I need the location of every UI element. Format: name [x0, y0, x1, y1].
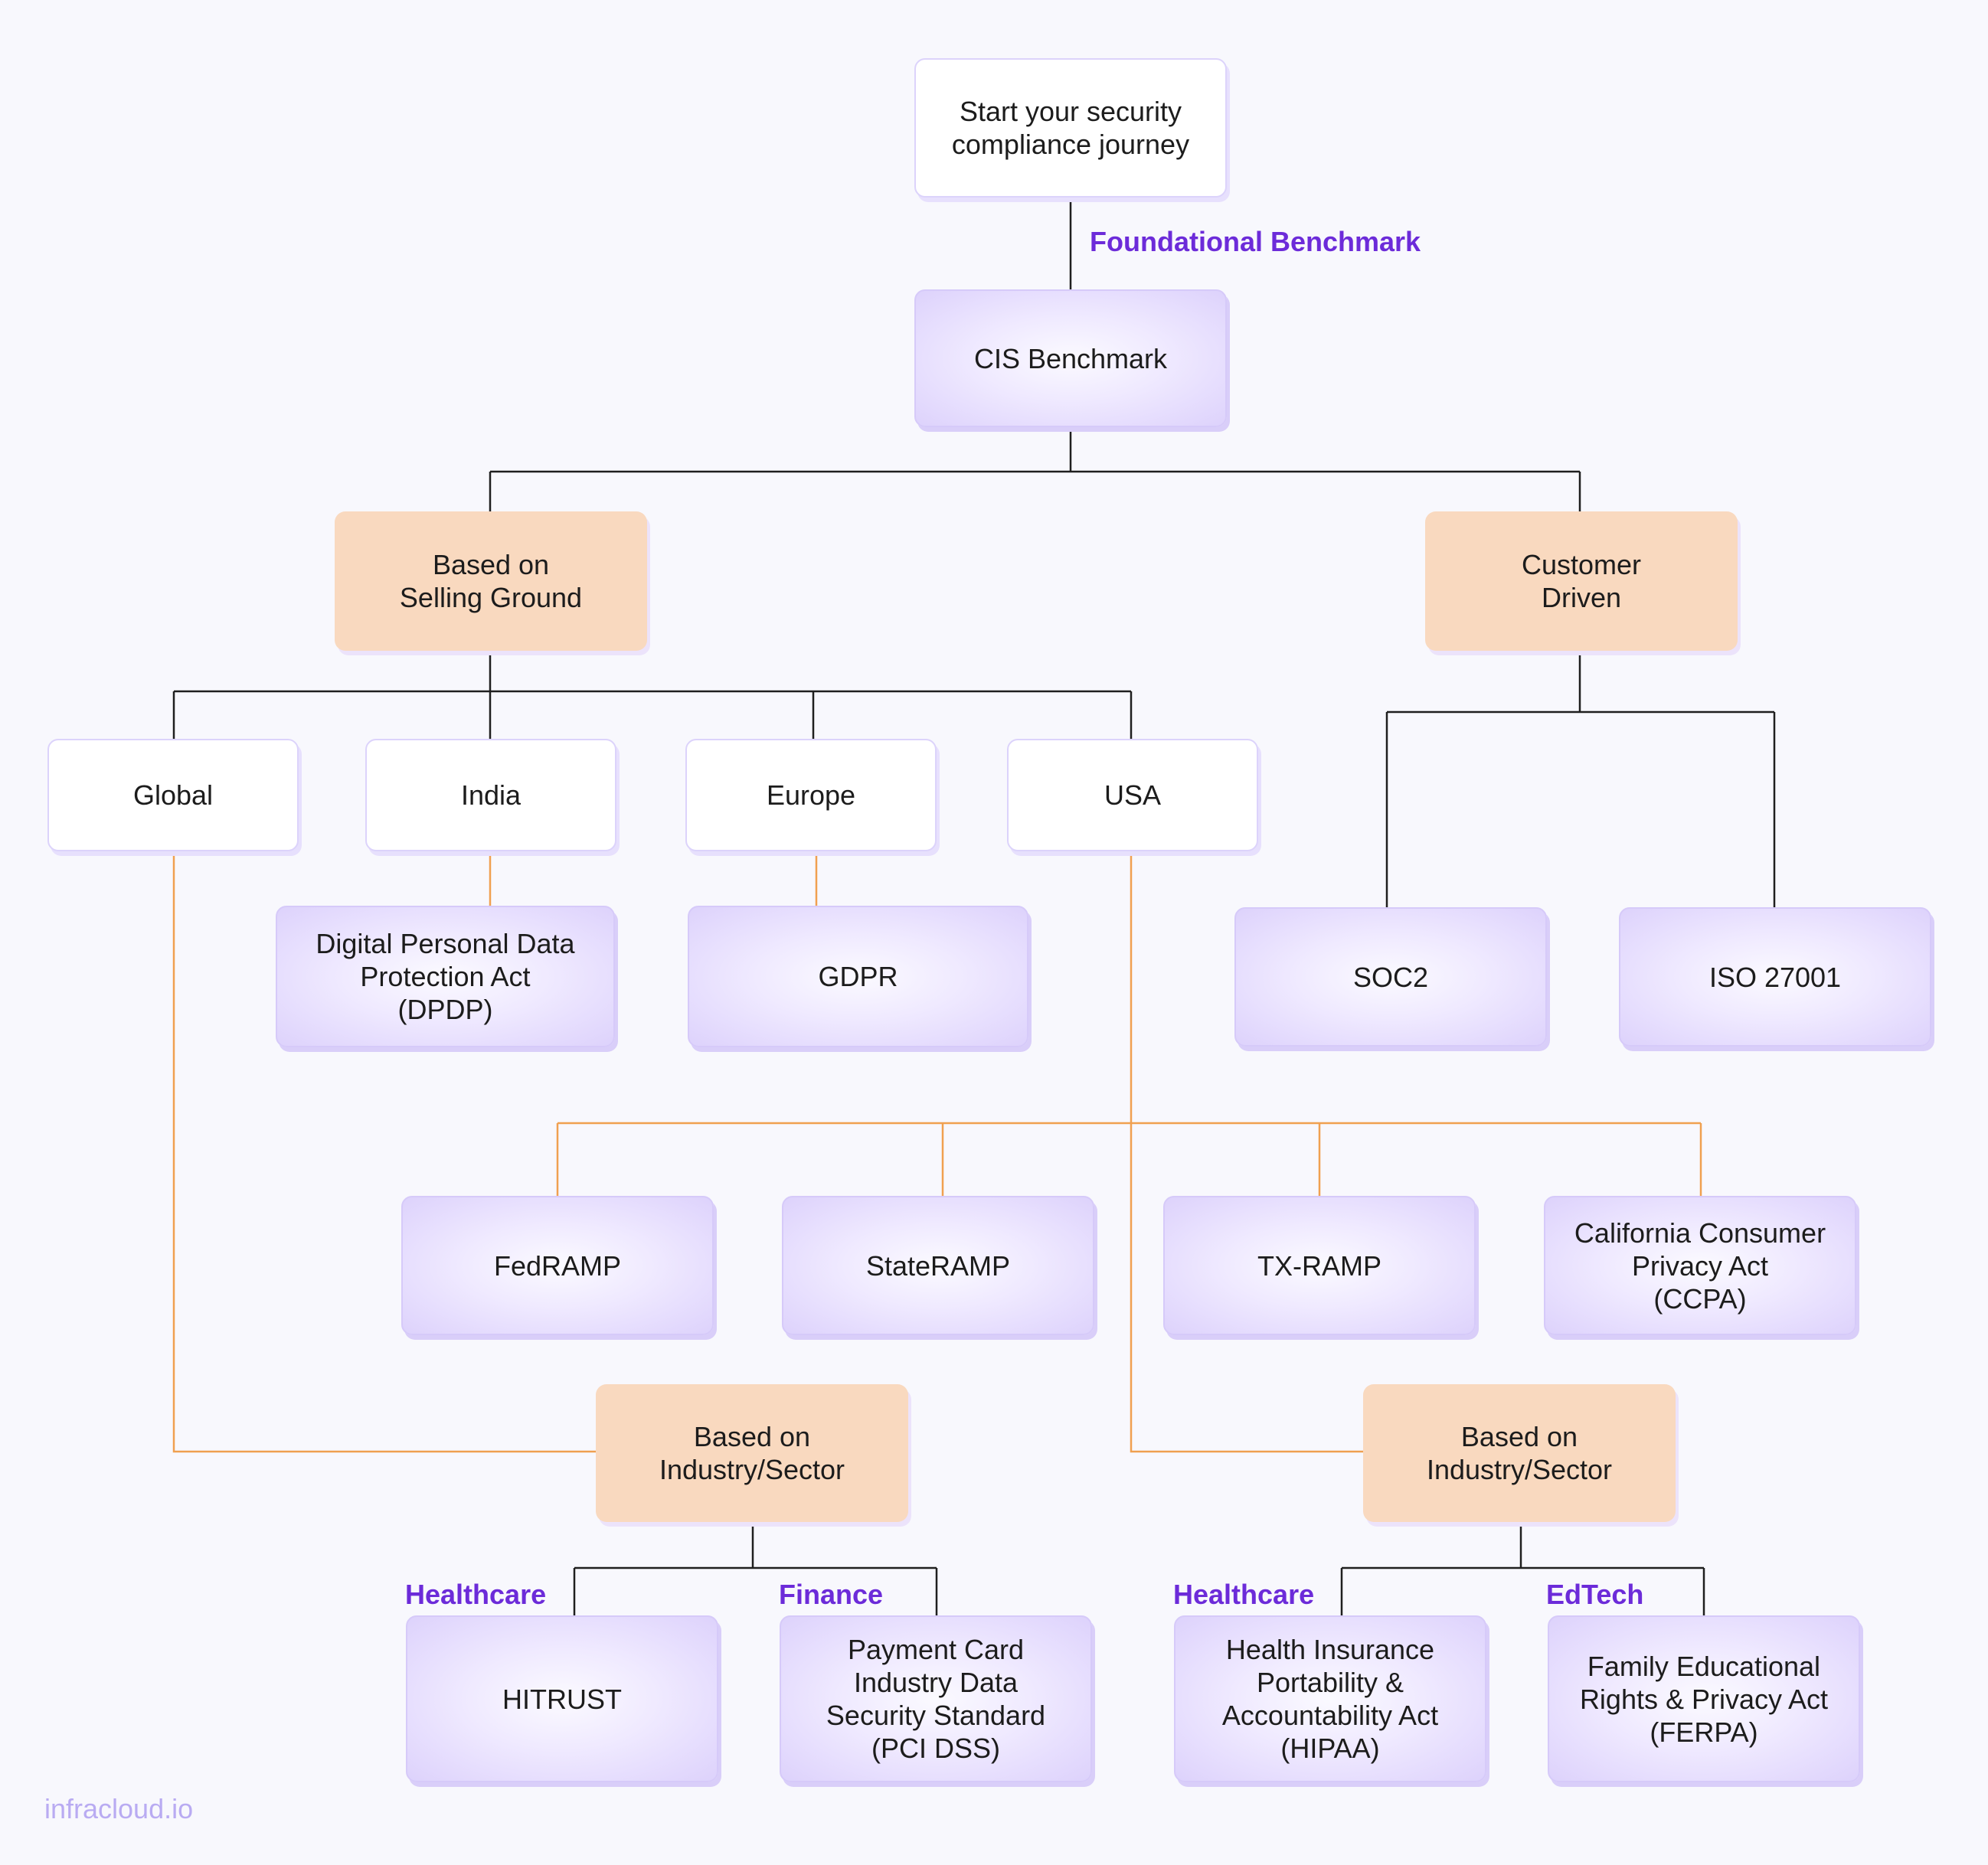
- label-finance: Finance: [779, 1579, 884, 1610]
- connector-usa-frameworks: [556, 1122, 1702, 1196]
- txramp-node: TX-RAMP: [1163, 1196, 1476, 1335]
- iso27001-node: ISO 27001: [1619, 907, 1931, 1047]
- selling-ground-node: Based on Selling Ground: [335, 511, 647, 651]
- start-node: Start your security compliance journey: [914, 58, 1227, 198]
- connector-global-sector: [172, 851, 596, 1453]
- dpdp-node: Digital Personal Data Protection Act (DP…: [276, 906, 615, 1047]
- stateramp-node: StateRAMP: [782, 1196, 1094, 1335]
- label-healthcare-usa: Healthcare: [1173, 1579, 1315, 1610]
- pci-dss-node: Payment Card Industry Data Security Stan…: [780, 1615, 1092, 1782]
- fedramp-node: FedRAMP: [401, 1196, 714, 1335]
- customer-driven-node: Customer Driven: [1425, 511, 1738, 651]
- cis-benchmark-node: CIS Benchmark: [914, 289, 1227, 427]
- gdpr-node: GDPR: [688, 906, 1028, 1047]
- region-global-node: Global: [47, 739, 299, 851]
- hitrust-node: HITRUST: [406, 1615, 718, 1782]
- sector-usa-node: Based on Industry/Sector: [1363, 1384, 1676, 1522]
- connector-customer-certs: [1385, 651, 1776, 907]
- ccpa-node: California Consumer Privacy Act (CCPA): [1544, 1196, 1856, 1335]
- connector-cis-branches: [489, 427, 1581, 511]
- region-europe-node: Europe: [685, 739, 937, 851]
- connector-sector-global: [573, 1522, 938, 1615]
- connector-selling-regions: [172, 651, 1133, 739]
- hipaa-node: Health Insurance Portability & Accountab…: [1174, 1615, 1486, 1782]
- label-healthcare-global: Healthcare: [405, 1579, 547, 1610]
- region-usa-node: USA: [1007, 739, 1258, 851]
- connector-sector-usa: [1340, 1522, 1705, 1615]
- connector-usa-down: [1130, 851, 1363, 1453]
- sector-global-node: Based on Industry/Sector: [596, 1384, 908, 1522]
- brand-watermark: infracloud.io: [44, 1793, 194, 1824]
- label-foundational-benchmark: Foundational Benchmark: [1090, 226, 1421, 257]
- label-edtech: EdTech: [1546, 1579, 1644, 1610]
- ferpa-node: Family Educational Rights & Privacy Act …: [1548, 1615, 1860, 1782]
- soc2-node: SOC2: [1234, 907, 1547, 1047]
- region-india-node: India: [365, 739, 616, 851]
